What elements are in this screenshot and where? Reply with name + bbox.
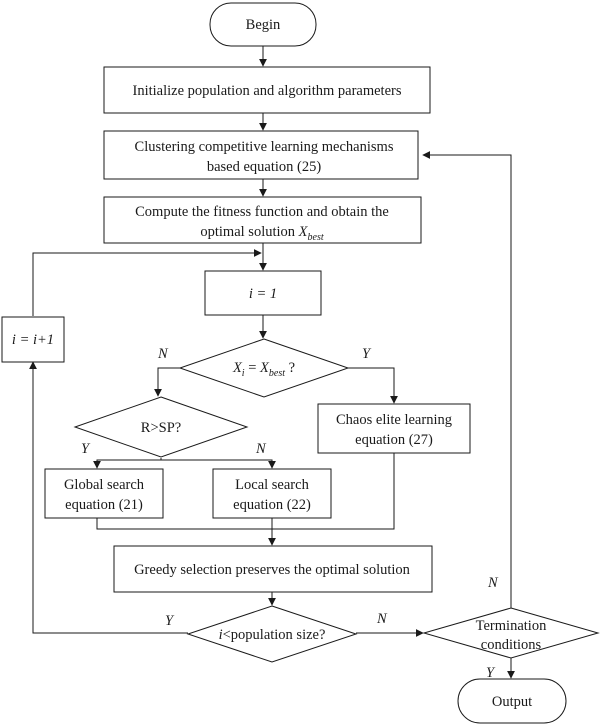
label-pop-yes: Y [165, 613, 175, 629]
termination-line2: conditions [481, 637, 542, 653]
label-xi-no: N [157, 346, 169, 362]
edge-chaos-merge [272, 453, 395, 530]
decision-xi-i: i [242, 368, 245, 379]
begin-text: Begin [246, 17, 281, 33]
label-pop-no: N [376, 611, 388, 627]
population-check-text: i<population size? [219, 627, 326, 643]
node-local: Local search equation (22) [212, 468, 332, 519]
edge-decision-no [154, 367, 180, 397]
node-decision-r: R>SP? [73, 396, 249, 458]
node-clustering: Clustering competitive learning mechanis… [103, 130, 419, 180]
node-begin: Begin [209, 2, 317, 47]
edges [29, 46, 515, 679]
node-fitness: Compute the fitness function and obtain … [103, 196, 422, 244]
node-increment: i = i+1 [1, 316, 65, 363]
edge-increment-loop [32, 249, 262, 316]
node-population-check: i<population size? [186, 605, 358, 663]
edge-pop-yes [29, 361, 188, 634]
local-line1: Local search [235, 477, 309, 493]
node-decision-xi: Xi = Xbest ? [178, 338, 350, 398]
chaos-line1: Chaos elite learning [336, 412, 452, 428]
increment-text: i = i+1 [12, 332, 54, 348]
label-r-no: N [255, 441, 267, 457]
node-init-i: i = 1 [204, 270, 322, 316]
node-greedy: Greedy selection preserves the optimal s… [113, 545, 433, 593]
label-term-yes: Y [486, 665, 496, 681]
edge-r-no [161, 459, 276, 469]
node-output: Output [457, 678, 567, 724]
edge-term-no [422, 151, 512, 608]
node-global: Global search equation (21) [44, 468, 164, 519]
node-initialize: Initialize population and algorithm para… [103, 66, 431, 114]
edge-decision-yes [348, 367, 398, 404]
node-chaos: Chaos elite learning equation (27) [317, 403, 471, 454]
node-termination: Termination conditions [422, 607, 600, 659]
global-line1: Global search [64, 477, 145, 493]
fitness-sub: best [308, 232, 324, 243]
edge-r-yes [93, 458, 162, 469]
decision-xi-text: Xi = Xbest ? [232, 360, 295, 379]
pop-check-rest: <population size? [223, 627, 326, 643]
fitness-line1: Compute the fitness function and obtain … [135, 204, 389, 220]
label-r-yes: Y [81, 441, 91, 457]
init-i-text: i = 1 [249, 286, 277, 302]
decision-xi-x: X [232, 360, 243, 376]
pop-check-i: i [219, 627, 223, 643]
decision-xi-best: best [269, 368, 285, 379]
label-xi-yes: Y [362, 346, 372, 362]
termination-line1: Termination [476, 618, 547, 634]
output-text: Output [492, 694, 532, 710]
fitness-line2-prefix: optimal solution [200, 224, 298, 240]
label-term-no: N [487, 575, 499, 591]
decision-r-text: R>SP? [141, 420, 181, 436]
initialize-text: Initialize population and algorithm para… [133, 83, 402, 99]
local-line2: equation (22) [233, 497, 311, 513]
global-line2: equation (21) [65, 497, 143, 513]
clustering-line1: Clustering competitive learning mechanis… [135, 139, 394, 155]
edge-labels: N Y Y N Y N N Y [81, 346, 499, 681]
decision-xi-xbest: X [259, 360, 270, 376]
decision-xi-q: ? [285, 360, 295, 376]
chaos-line2: equation (27) [355, 432, 433, 448]
clustering-line2: based equation (25) [207, 159, 322, 175]
decision-xi-eq: = [245, 360, 260, 376]
fitness-x: X [298, 224, 309, 240]
edge-global-merge [96, 518, 272, 530]
fitness-line2: optimal solution Xbest [200, 224, 323, 243]
greedy-text: Greedy selection preserves the optimal s… [134, 562, 411, 578]
